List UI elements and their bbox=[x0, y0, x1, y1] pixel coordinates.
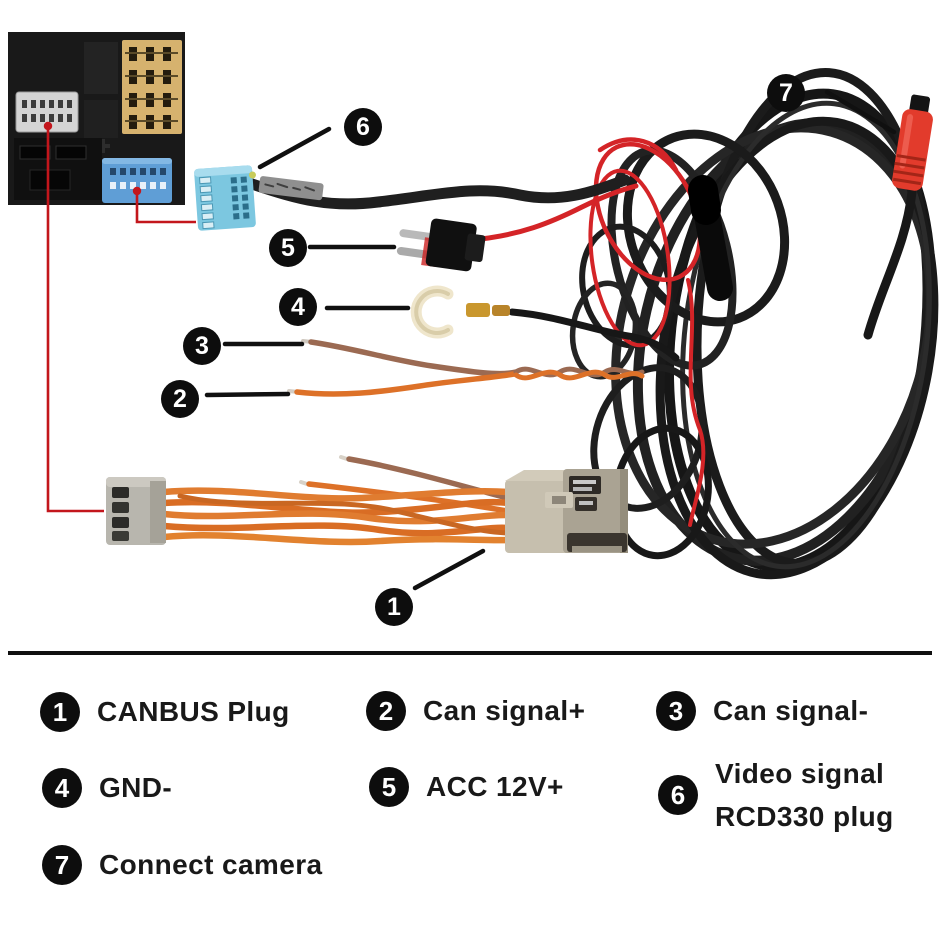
twisted-pair-orange bbox=[513, 369, 645, 381]
legend-item-can-signal-plus: 2 Can signal+ bbox=[366, 689, 585, 732]
leader-7 bbox=[824, 89, 897, 135]
legend-label: Video signal RCD330 plug bbox=[715, 758, 894, 833]
canbus-plug bbox=[505, 469, 628, 553]
legend-label: Can signal- bbox=[713, 695, 869, 726]
legend-badge: 6 bbox=[658, 775, 698, 816]
wiring-diagram-photo bbox=[8, 32, 939, 591]
legend-label: GND- bbox=[99, 772, 173, 803]
legend-badge: 5 bbox=[369, 766, 409, 807]
video-signal-cable bbox=[246, 174, 631, 210]
acc-red-wire bbox=[467, 183, 639, 243]
blue-connector bbox=[102, 158, 172, 203]
legend-item-can-signal-minus: 3 Can signal- bbox=[656, 689, 868, 732]
fuse-prong bbox=[396, 247, 431, 259]
can-wire-plus bbox=[294, 371, 517, 397]
fuse-tap-body bbox=[425, 218, 477, 272]
legend-badge: 4 bbox=[42, 767, 82, 808]
legend-divider bbox=[8, 651, 932, 655]
wire-seal bbox=[248, 171, 256, 179]
tan-connector bbox=[122, 40, 182, 134]
rcd330-plug-connector bbox=[194, 165, 256, 231]
legend-label: CANBUS Plug bbox=[97, 696, 290, 727]
leader-2 bbox=[204, 391, 291, 398]
legend-badge: 7 bbox=[42, 844, 82, 885]
callout-leader-lines bbox=[204, 89, 897, 591]
legend-item-acc-12v: 5 ACC 12V+ bbox=[369, 765, 564, 808]
callout-2: 2 bbox=[161, 380, 199, 418]
legend-label: Can signal+ bbox=[423, 695, 586, 726]
twisted-pair-brown bbox=[513, 366, 645, 378]
white-connector bbox=[15, 91, 79, 133]
callout-4: 4 bbox=[279, 288, 317, 326]
legend-badge: 2 bbox=[366, 690, 406, 731]
legend-label: Connect camera bbox=[99, 849, 323, 880]
annotation-lines bbox=[43, 121, 196, 513]
legend-item-video-signal: 6 Video signal RCD330 plug bbox=[658, 752, 894, 839]
legend-item-connect-camera: 7 Connect camera bbox=[42, 843, 322, 886]
can-wire-minus bbox=[308, 339, 519, 377]
head-unit-inset-photo bbox=[8, 32, 185, 205]
legend-item-canbus-plug: 1 CANBUS Plug bbox=[40, 690, 290, 733]
callout-1: 1 bbox=[375, 588, 413, 626]
camera-plug-body bbox=[892, 109, 933, 191]
legend-label: ACC 12V+ bbox=[426, 771, 564, 802]
callout-5: 5 bbox=[269, 229, 307, 267]
legend-item-gnd: 4 GND- bbox=[42, 766, 172, 809]
gray-socket-connector bbox=[106, 477, 166, 545]
fuse-tap bbox=[396, 183, 639, 272]
fuse-prong bbox=[399, 229, 434, 241]
fork-terminal bbox=[410, 285, 680, 362]
camera-connector bbox=[863, 94, 933, 340]
cable-marking bbox=[258, 176, 324, 201]
callout-3: 3 bbox=[183, 327, 221, 365]
leader-1 bbox=[412, 548, 486, 591]
leader-6 bbox=[257, 126, 332, 170]
callout-7: 7 bbox=[767, 74, 805, 112]
legend-badge: 1 bbox=[40, 691, 80, 732]
gold-crimp bbox=[466, 303, 490, 317]
orange-wire-bundle bbox=[160, 487, 512, 546]
can-wires bbox=[287, 339, 645, 397]
callout-6: 6 bbox=[344, 108, 382, 146]
gnd-black-wire bbox=[508, 308, 680, 362]
canbus-harness bbox=[106, 455, 628, 553]
legend-badge: 3 bbox=[656, 690, 696, 731]
